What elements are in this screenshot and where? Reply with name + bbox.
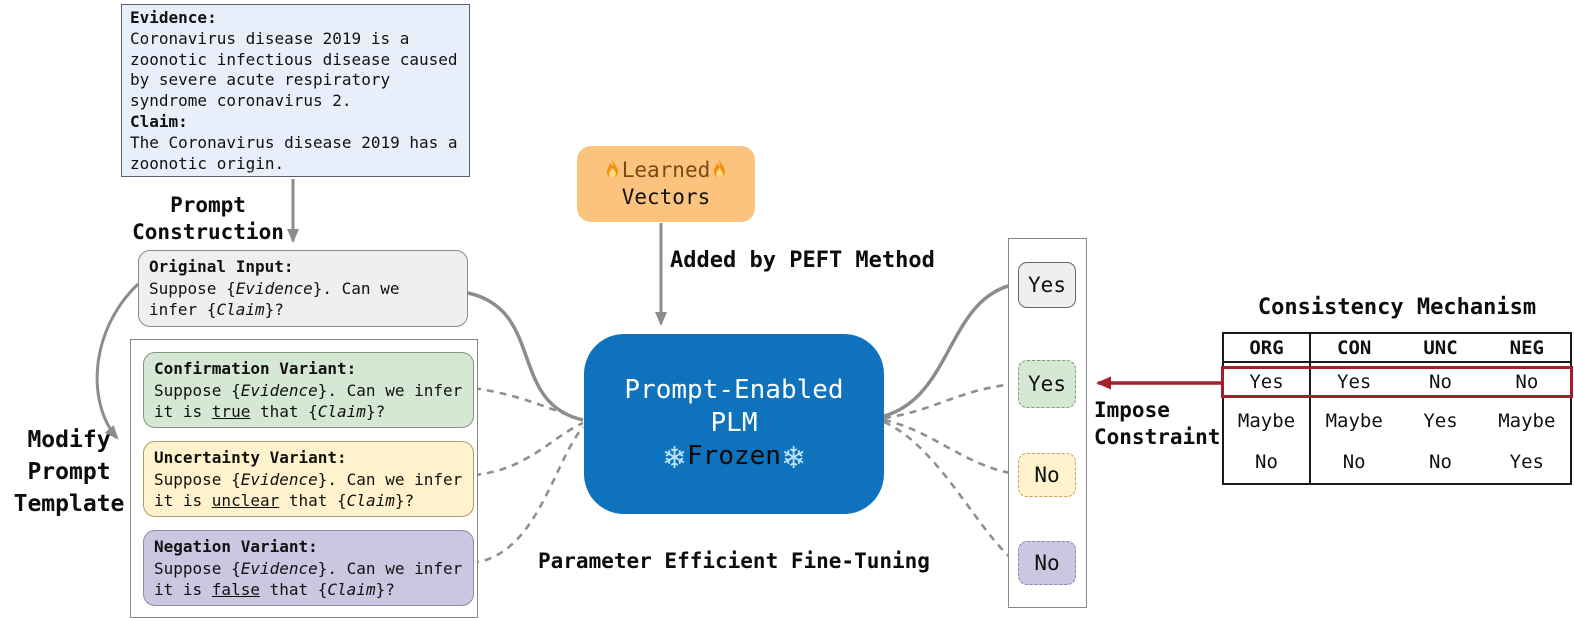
prompt-text: that {	[279, 491, 347, 510]
prompt-text: }?	[394, 491, 415, 510]
table-cell: Yes	[1423, 409, 1458, 432]
evidence-claim-box: Evidence: Coronavirus disease 2019 is a …	[121, 4, 470, 177]
table-cell: Yes	[1337, 370, 1372, 393]
curve-confirmation-to-plm	[473, 386, 584, 422]
prompt-text: Suppose {	[149, 278, 236, 298]
fire-icon	[714, 159, 726, 178]
impose-constraint-label: Impose Constraint	[1094, 398, 1221, 449]
confirmation-variant-title: Confirmation Variant:	[154, 359, 357, 378]
table-cell: No	[1429, 451, 1452, 473]
prompt-text: }?	[264, 300, 284, 319]
added-by-peft-label: Added by PEFT Method	[670, 248, 935, 273]
plm-title-line2: PLM	[710, 408, 758, 438]
table-header-org: ORG	[1224, 334, 1311, 363]
snowflake-icon: ❄	[661, 441, 688, 476]
frozen-line: ❄Frozen❄	[662, 440, 806, 474]
prompt-text: }. Can we infer it is	[154, 558, 463, 600]
learned-text: Learned	[621, 158, 711, 182]
evidence-placeholder: Evidence	[240, 558, 318, 578]
fire-icon	[606, 159, 618, 178]
evidence-placeholder: Evidence	[240, 469, 318, 489]
confirmation-variant-box: Confirmation Variant: Suppose {Evidence}…	[143, 352, 474, 428]
evidence-placeholder: Evidence	[240, 380, 318, 400]
original-input-box: Original Input: Suppose {Evidence}. Can …	[138, 250, 468, 327]
output-yes-con: Yes	[1018, 360, 1076, 408]
curve-uncertainty-to-plm	[473, 421, 584, 477]
prompt-text: Suppose {	[154, 469, 241, 489]
keyword-false: false	[211, 580, 260, 599]
table-cell: No	[1224, 441, 1311, 483]
prompt-text: }. Can we infer {	[149, 278, 400, 320]
claim-placeholder: Claim	[346, 491, 395, 510]
curve-plm-to-yes-con	[883, 382, 1017, 420]
prompt-text: Suppose {	[154, 558, 241, 578]
peft-caption-label: Parameter Efficient Fine-Tuning	[538, 549, 930, 573]
uncertainty-variant-box: Uncertainty Variant: Suppose {Evidence}.…	[143, 441, 474, 517]
prompt-text: }. Can we infer it is	[154, 380, 463, 422]
negation-variant-box: Negation Variant: Suppose {Evidence}. Ca…	[143, 530, 474, 606]
prompt-text: that {	[250, 402, 318, 421]
snowflake-icon: ❄	[780, 441, 807, 476]
negation-variant-title: Negation Variant:	[154, 537, 318, 556]
table-cell: Yes	[1509, 451, 1544, 473]
output-no-neg: No	[1018, 541, 1076, 585]
table-cell: Maybe	[1224, 400, 1311, 441]
claim-text: The Coronavirus disease 2019 has a zoono…	[130, 132, 458, 173]
curve-plm-to-no-neg	[883, 420, 1017, 564]
table-cell: Maybe	[1498, 409, 1556, 432]
claim-placeholder: Claim	[216, 300, 265, 319]
claim-placeholder: Claim	[327, 580, 376, 599]
prompt-text: }. Can we infer it is	[154, 469, 463, 511]
prompt-text: }?	[365, 402, 386, 421]
learned-line: Learned	[603, 157, 730, 184]
evidence-placeholder: Evidence	[235, 278, 313, 298]
table-cell: No	[1342, 451, 1366, 473]
evidence-text: Coronavirus disease 2019 is a zoonotic i…	[130, 28, 458, 111]
table-cell: No	[1515, 370, 1539, 393]
evidence-label: Evidence:	[130, 8, 217, 27]
curve-plm-to-no-unc	[883, 418, 1017, 476]
prompt-text: that {	[259, 580, 328, 599]
keyword-unclear: unclear	[211, 491, 280, 510]
prompt-text: }?	[375, 580, 395, 599]
learned-vectors-box: Learned Vectors	[577, 146, 755, 222]
prompt-enabled-plm-box: Prompt-Enabled PLM ❄Frozen❄	[584, 334, 884, 514]
table-cell: Yes	[1224, 363, 1311, 400]
curve-original-to-plm	[467, 291, 584, 422]
prompt-construction-label: Prompt Construction	[132, 193, 284, 244]
output-no-unc: No	[1018, 453, 1076, 497]
plm-title-line1: Prompt-Enabled	[624, 375, 844, 405]
curve-negation-to-plm	[471, 426, 584, 565]
original-input-title: Original Input:	[149, 257, 294, 276]
consistency-mechanism-title: Consistency Mechanism	[1257, 295, 1537, 320]
table-header-unc: UNC	[1397, 334, 1484, 363]
table-cell: No	[1429, 370, 1452, 393]
curve-plm-to-yes-org	[883, 282, 1017, 418]
table-header-neg: NEG	[1483, 334, 1570, 363]
keyword-true: true	[211, 402, 251, 421]
table-cell: Maybe	[1325, 409, 1383, 432]
consistency-table: ORG CON UNC NEG Yes Yes No No Maybe Mayb…	[1222, 332, 1572, 485]
prompt-text: Suppose {	[154, 380, 241, 400]
frozen-text: Frozen	[687, 441, 781, 471]
constraint-highlight-rect	[1221, 366, 1573, 398]
modify-prompt-template-label: Modify Prompt Template	[13, 427, 125, 517]
claim-placeholder: Claim	[317, 402, 366, 421]
table-header-con: CON	[1311, 334, 1398, 363]
claim-label: Claim:	[130, 111, 188, 131]
vectors-text: Vectors	[621, 185, 711, 209]
output-yes-org: Yes	[1018, 262, 1076, 308]
arrow-modify-prompt	[95, 282, 140, 440]
uncertainty-variant-title: Uncertainty Variant:	[154, 448, 347, 467]
